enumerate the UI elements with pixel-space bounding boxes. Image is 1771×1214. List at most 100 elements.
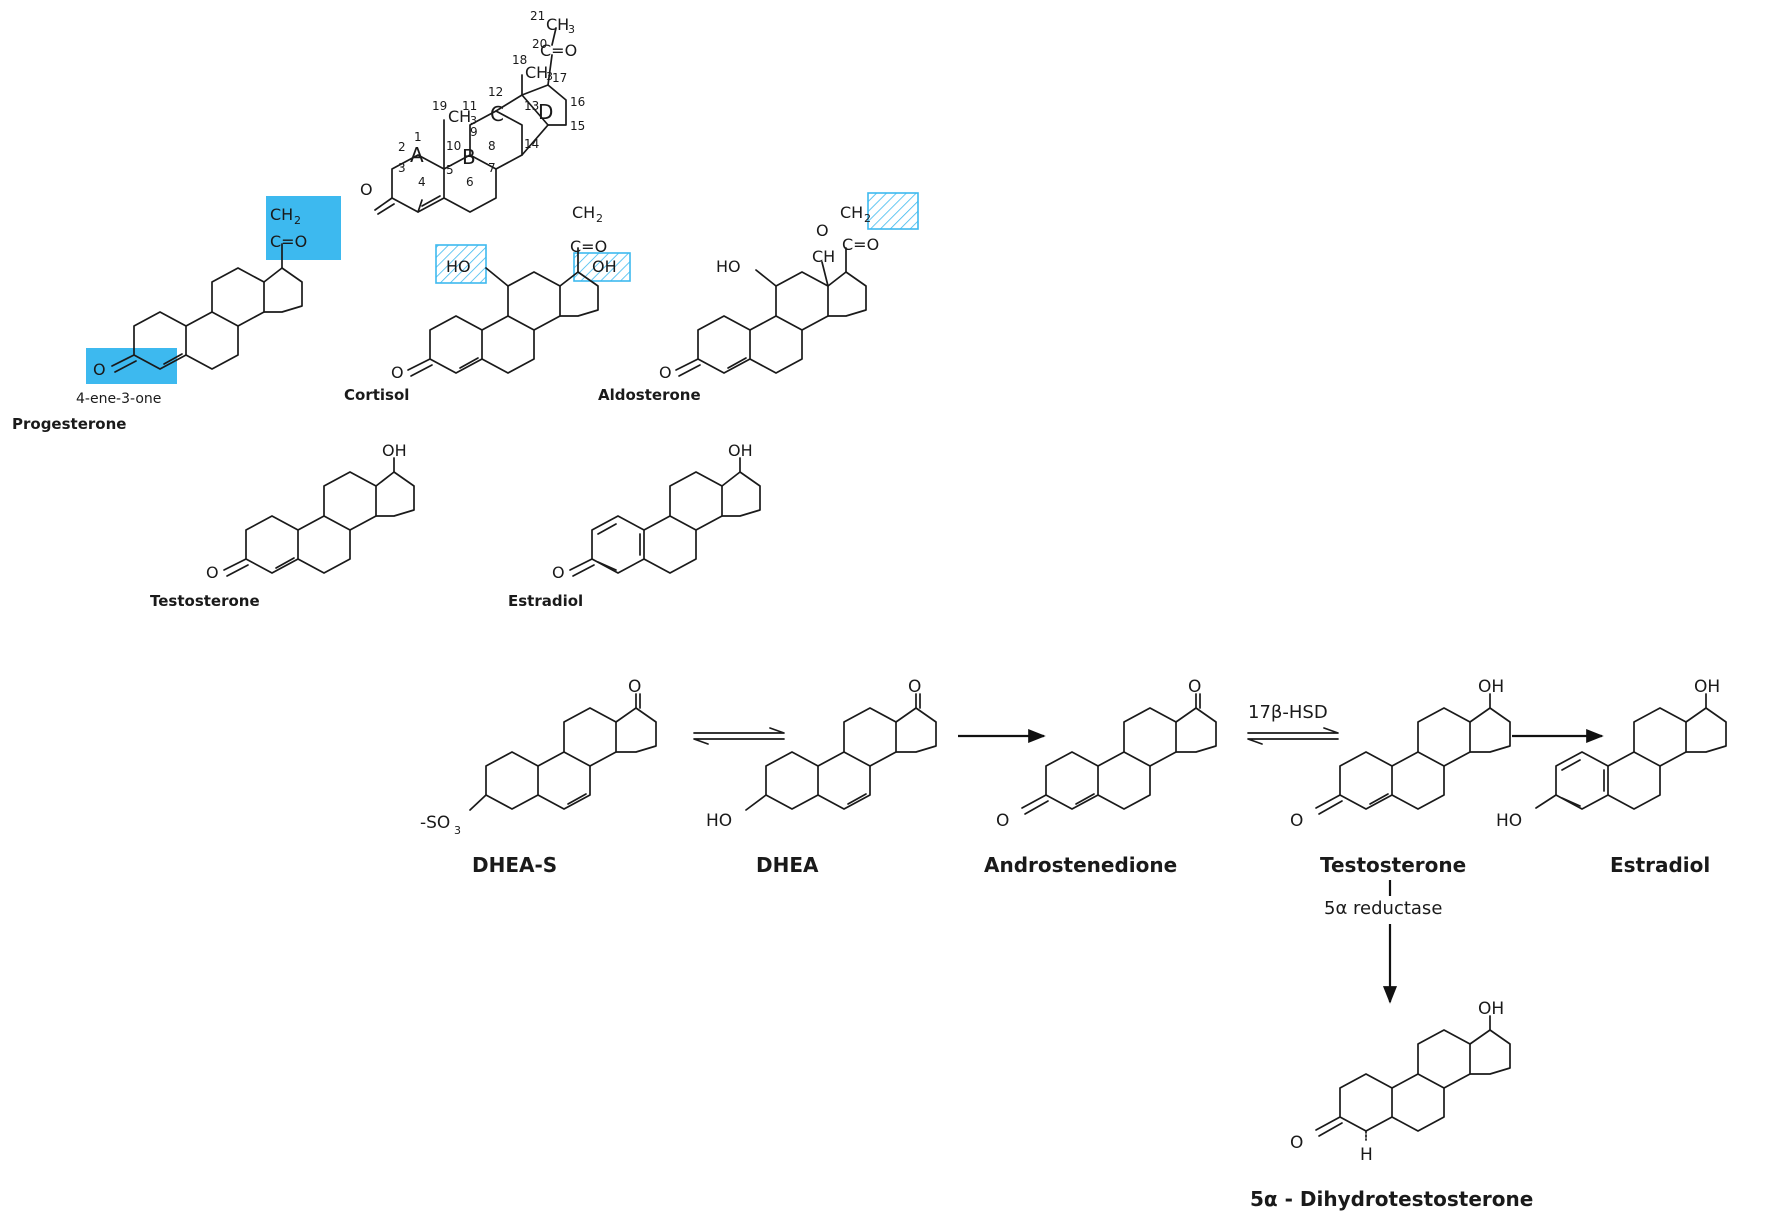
svg-text:3: 3 [470,114,477,127]
atom-number: 11 [462,99,477,113]
cort-oh17: OH [592,257,617,276]
andro-oxo17: O [1188,677,1201,697]
svg-text:2: 2 [596,212,603,225]
testosterone-top-label: Testosterone [150,592,260,610]
aldo-oh11: HO [716,257,741,276]
estradiol-top-label: Estradiol [508,592,583,610]
compound-androstenedione: O O Androstenedione [984,677,1217,877]
dhea-label: DHEA [756,853,819,877]
compound-estradiol: HO OH Estradiol [1496,677,1727,877]
ref-oxo: O [360,180,373,199]
atom-number: 5 [446,163,454,177]
compound-dhea: HO O DHEA [706,677,937,877]
aldo-side-co: C=O [842,235,879,254]
cort-oh11: HO [446,257,471,276]
progesterone-label: Progesterone [12,415,126,433]
atom-number: 20 [532,37,547,51]
prog-side-top: CH [270,205,293,224]
atom-number: 10 [446,139,461,153]
testosterone-label: Testosterone [1320,853,1466,877]
atom-number: 18 [512,53,527,67]
atom-number: 14 [524,137,539,151]
cort-side-top: CH [572,203,595,222]
prog-note: 4-ene-3-one [76,391,161,407]
compound-testosterone: O OH Testosterone [1290,677,1511,877]
cort-oxo: O [391,363,404,382]
atom-number: 12 [488,85,503,99]
prog-side-co: C=O [270,232,307,251]
estra-sub3: HO [1496,811,1522,831]
cortisol-label: Cortisol [344,386,409,404]
atom-number: 1 [414,130,422,144]
estradiol-label: Estradiol [1610,853,1710,877]
svg-text:3: 3 [568,23,575,36]
estra-oh17: OH [1694,677,1720,697]
molecule-estradiol-top: O OH Estradiol [508,441,761,610]
atom-number: 3 [398,161,406,175]
dht-oh17: OH [1478,999,1504,1019]
highlight-4-ene-3-one [86,348,177,384]
testo-oh17: OH [1478,677,1504,697]
dht-oxo3: O [1290,1133,1303,1153]
andro-oxo3: O [996,811,1009,831]
molecule-progesterone: O C=O CH 4-ene-3-one Progesterone [12,196,341,433]
testo-oxo3: O [1290,811,1303,831]
atom-number: 8 [488,139,496,153]
atom-number: 15 [570,119,585,133]
atom-number: 9 [470,125,478,139]
ref-ch3-18: CH [525,63,548,82]
dheas-oxo: O [628,677,641,697]
atom-number: 21 [530,9,545,23]
atom-number: 13 [524,99,539,113]
dhea-s-label: DHEA-S [472,853,557,877]
hatch-11-oh [435,244,487,284]
atom-number: 6 [466,175,474,189]
testo-top-oxo: O [206,563,219,582]
dheas-sub: -SO [420,813,450,833]
enzyme-5a-reductase: 5α reductase [1324,898,1442,919]
compound-dhea-s: -SO O DHEA-S [420,677,657,877]
hatch-21-oh [867,192,919,230]
highlight-side-chain [266,196,341,260]
androstenedione-label: Androstenedione [984,853,1177,877]
molecule-cortisol: O HO OH C=O CH Cortisol [344,203,631,404]
compound-dihydrotestosterone: O OH H 5α - Dihydrotestosterone [1250,999,1533,1211]
aldo-oxo: O [659,363,672,382]
testo-top-oh: OH [382,441,407,460]
atom-number: 19 [432,99,447,113]
atom-number: 7 [488,161,496,175]
enzyme-17b-hsd: 17β-HSD [1248,702,1328,723]
prog-oxo: O [93,360,106,379]
molecule-aldosterone: O HO O CH C=O CH Aldosterone [598,192,919,404]
aldo-ald-ch: CH [812,247,835,266]
svg-text:3: 3 [546,70,553,83]
svg-text:2: 2 [294,214,301,227]
ring-label-c: C [490,102,504,126]
atom-number: 2 [398,140,406,154]
ref-co: C=O [540,41,577,60]
cort-side-co: C=O [570,237,607,256]
ring-label-b: B [462,145,476,169]
ring-label-d: D [538,100,553,124]
aldo-ald-o: O [816,221,829,240]
svg-text:3: 3 [454,824,461,837]
arrow-dheas-dhea-equilibrium [693,727,785,745]
molecule-testosterone-top: O OH Testosterone [150,441,415,610]
atom-number: 4 [418,175,426,189]
estra-top-oh: OH [728,441,753,460]
atom-number: 17 [552,71,567,85]
ref-ch3-19: CH [448,107,471,126]
aldosterone-label: Aldosterone [598,386,701,404]
aldo-side-top: CH [840,203,863,222]
dhea-oxo: O [908,677,921,697]
ref-ch3-top: CH [546,15,569,34]
ring-label-a: A [410,143,424,167]
subscripts: 3 3 3 2 2 2 3 [294,23,871,837]
dhea-sub: HO [706,811,732,831]
dht-h5: H [1360,1145,1373,1165]
dht-label: 5α - Dihydrotestosterone [1250,1187,1533,1211]
svg-text:2: 2 [864,212,871,225]
reference-structure: O CH CH C=O CH A B C D 1 2 3 4 5 6 7 8 9… [360,9,585,215]
atom-number: 16 [570,95,585,109]
